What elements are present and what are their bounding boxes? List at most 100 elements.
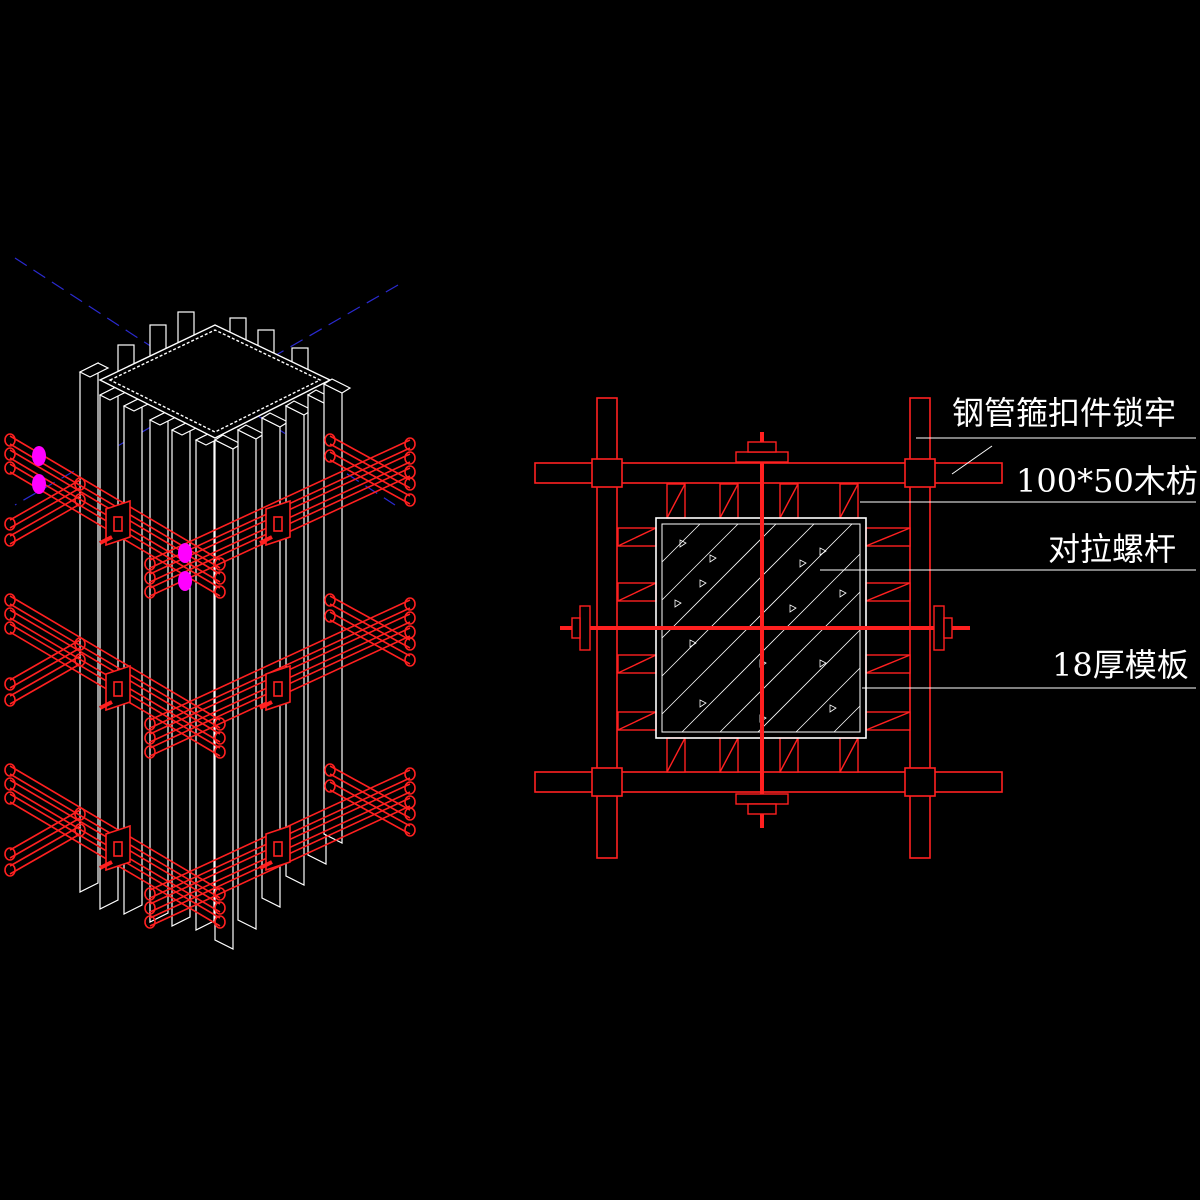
- concrete-hatch: [661, 523, 815, 677]
- bolt-nut: [113, 516, 123, 532]
- column-top: [98, 324, 332, 439]
- aggregate-mark: [674, 599, 682, 608]
- pipe-end: [4, 517, 16, 531]
- pipe-end: [404, 477, 416, 491]
- concrete-hatch: [661, 523, 853, 715]
- steel-pipe: [149, 599, 411, 721]
- pipe-end: [4, 847, 16, 861]
- bolt-nut: [273, 516, 283, 532]
- batten: [171, 420, 191, 927]
- steel-pipe: [9, 603, 221, 729]
- pipe-end: [4, 777, 16, 791]
- steel-pipe: [149, 439, 411, 561]
- aggregate-mark: [829, 704, 837, 713]
- pipe-end: [324, 449, 336, 463]
- pipe-end: [404, 597, 416, 611]
- pipe-end: [404, 451, 416, 465]
- pipe-end: [404, 823, 416, 837]
- timber-hatch: [839, 483, 859, 519]
- plan-section: 钢管箍扣件锁牢 100*50木枋 对拉螺杆 18厚模板: [534, 394, 1198, 859]
- bolt-nut: [113, 681, 123, 697]
- timber-hatch: [779, 737, 799, 773]
- timber-hatch: [839, 737, 859, 773]
- pipe-end: [404, 637, 416, 651]
- aggregate-mark: [789, 604, 797, 613]
- pipe-end: [4, 863, 16, 877]
- bolt-rod: [259, 860, 273, 870]
- bolt-nut: [273, 841, 283, 857]
- concrete-hatch: [661, 523, 739, 601]
- aggregate-mark: [819, 659, 827, 668]
- concrete-hatch: [681, 553, 861, 733]
- steel-pipe: [9, 817, 81, 859]
- timber-hatch: [865, 711, 911, 731]
- pipe-end: [4, 693, 16, 707]
- steel-pipe: [149, 607, 411, 729]
- pipe-end: [74, 637, 86, 651]
- pipe-end: [404, 493, 416, 507]
- aggregate-mark: [799, 559, 807, 568]
- pipe-end: [144, 731, 156, 745]
- concrete-core: [661, 523, 861, 733]
- pipe-end: [4, 621, 16, 635]
- aggregate-mark: [699, 579, 707, 588]
- pipe-end: [4, 677, 16, 691]
- batten: [307, 394, 327, 865]
- pipe-end: [4, 593, 16, 607]
- concrete-hatch: [661, 523, 777, 639]
- steel-pipe: [329, 619, 411, 665]
- label-steel-hoop: 钢管箍扣件锁牢: [952, 394, 1176, 432]
- concrete-hatch: [757, 629, 861, 733]
- pipe-end: [214, 731, 226, 745]
- timber-hatch: [617, 582, 657, 602]
- timber-hatch: [719, 483, 739, 519]
- pipe-end: [4, 433, 16, 447]
- magenta-markers: [32, 446, 192, 591]
- timber-hatch: [666, 483, 686, 519]
- steel-pipe: [329, 781, 411, 827]
- pipe-end: [4, 607, 16, 621]
- timber-hatch: [617, 527, 657, 547]
- concrete-hatch: [833, 705, 861, 733]
- pipe-end: [324, 609, 336, 623]
- batten: [149, 410, 169, 923]
- pipe-end: [144, 887, 156, 901]
- pipe-end: [4, 533, 16, 547]
- pipe-end: [404, 437, 416, 451]
- aggregate-mark: [699, 699, 707, 708]
- steel-pipe: [9, 655, 81, 697]
- timber-hatch: [617, 711, 657, 731]
- timber-hatch: [865, 654, 911, 674]
- bolt-rod: [259, 535, 273, 545]
- pipe-end: [404, 767, 416, 781]
- isometric-view: [4, 257, 416, 950]
- pipe-end: [144, 717, 156, 731]
- pipe-end: [404, 653, 416, 667]
- concrete-hatch: [795, 667, 861, 733]
- pipe-end: [144, 901, 156, 915]
- steel-pipe: [9, 809, 81, 851]
- pipe-end: [214, 585, 226, 599]
- steel-pipe: [329, 459, 411, 505]
- leader-lines: [820, 437, 1196, 689]
- aggregate-mark: [839, 589, 847, 598]
- pipe-end: [144, 915, 156, 929]
- steel-pipe: [329, 451, 411, 497]
- steel-pipe: [329, 611, 411, 657]
- steel-pipe: [329, 435, 411, 481]
- aggregate-mark: [709, 554, 717, 563]
- pipe-end: [324, 779, 336, 793]
- aggregate-mark: [689, 639, 697, 648]
- concrete-hatch: [661, 523, 701, 563]
- pipe-end: [4, 447, 16, 461]
- steel-pipe: [329, 603, 411, 649]
- pipe-end: [404, 807, 416, 821]
- pipe-end: [214, 887, 226, 901]
- label-tie-rod: 对拉螺杆: [1048, 530, 1176, 568]
- batten: [285, 405, 305, 886]
- pipe-end: [144, 571, 156, 585]
- steel-pipe: [9, 639, 81, 681]
- pipe-end: [324, 763, 336, 777]
- batten: [195, 430, 215, 931]
